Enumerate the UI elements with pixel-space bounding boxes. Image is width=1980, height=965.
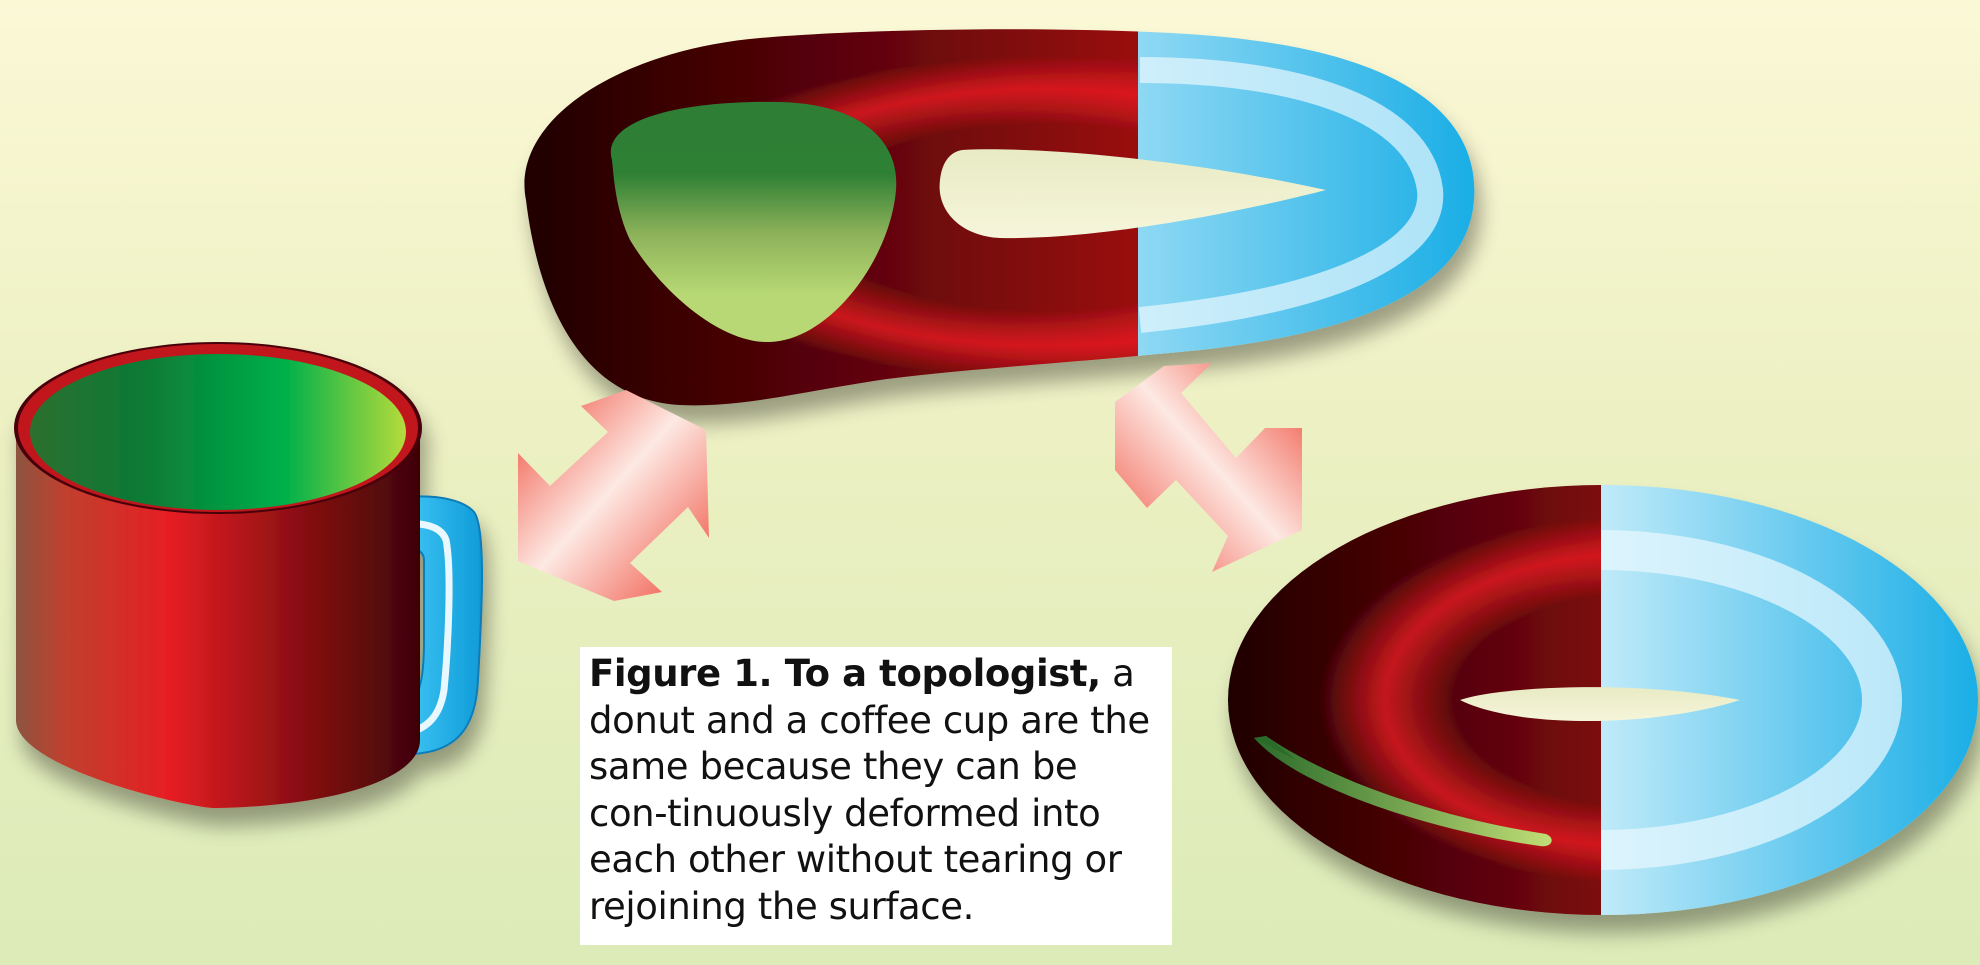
caption-lead: Figure 1. To a topologist, [589, 652, 1101, 695]
deformed-shape-icon [524, 29, 1475, 406]
double-arrow-icon [1115, 363, 1302, 572]
figure-caption: Figure 1. To a topologist, a donut and a… [580, 647, 1172, 945]
caption-text: a donut and a coffee cup are the same be… [589, 652, 1150, 928]
double-arrow-icon [518, 390, 709, 601]
torus-icon [1228, 485, 1978, 915]
coffee-cup-icon [14, 342, 483, 809]
